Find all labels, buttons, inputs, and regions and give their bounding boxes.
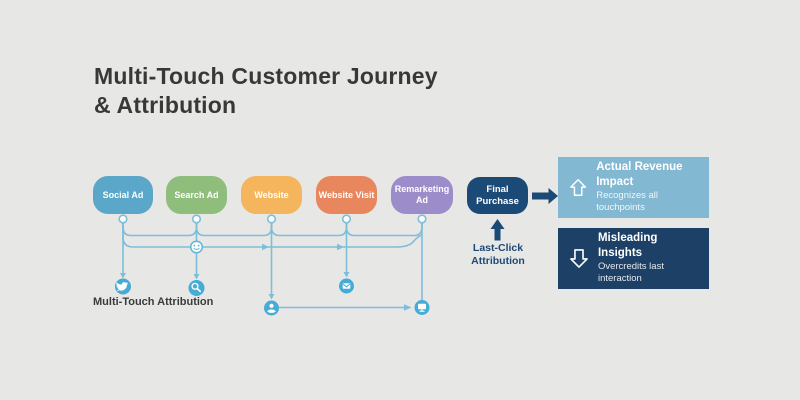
node-website-visit: Website Visit	[316, 176, 377, 214]
connector-lines	[122, 223, 423, 309]
arrow-up-icon	[490, 219, 505, 241]
twitter-bird-icon	[115, 278, 131, 295]
node-social-ad: Social Ad	[93, 176, 153, 214]
outcome-subtitle: Overcredits last interaction	[597, 261, 664, 285]
node-website: Website	[241, 176, 302, 214]
title-line-1: Multi-Touch Customer Journey	[94, 63, 438, 89]
block-arrow-up-icon	[570, 179, 587, 196]
smiley-icon	[189, 240, 204, 254]
outcome-misleading-insights: Misleading Insights Overcredits last int…	[558, 228, 709, 289]
multi-touch-attribution-label: Multi-Touch Attribution	[93, 296, 214, 308]
monitor-icon	[414, 300, 430, 315]
node-search-ad: Search Ad	[166, 176, 227, 214]
magnifier-icon	[188, 280, 205, 296]
outcome-subtitle: Recognizes all touchpoints	[596, 190, 659, 214]
outcome-actual-revenue-impact: Actual Revenue Impact Recognizes all tou…	[558, 157, 709, 218]
node-final-purchase: Final Purchase	[467, 177, 528, 214]
node-junction-dots	[118, 214, 427, 224]
node-label: Website Visit	[318, 189, 375, 200]
envelope-icon	[339, 278, 354, 294]
node-remarketing-ad: Remarketing Ad	[391, 176, 453, 214]
node-label: Search Ad	[174, 189, 219, 200]
node-label: Website	[254, 189, 289, 200]
node-label: Social Ad	[102, 189, 144, 200]
outcome-title: Actual Revenue Impact	[596, 161, 683, 188]
outcome-title: Misleading Insights	[597, 232, 658, 259]
block-arrow-down-icon	[570, 249, 588, 268]
node-label: Remarketing Ad	[394, 184, 450, 205]
arrow-right-icon	[532, 188, 558, 204]
node-label: Final Purchase	[476, 183, 519, 207]
title-line-2: & Attribution	[94, 92, 237, 119]
last-click-attribution-label: Last-Click Attribution	[471, 242, 525, 268]
flow-arrows	[490, 188, 558, 241]
page-title: Multi-Touch Customer Journey & Attributi…	[94, 62, 438, 121]
connector-arrowheads	[120, 243, 412, 311]
user-icon	[264, 300, 279, 316]
